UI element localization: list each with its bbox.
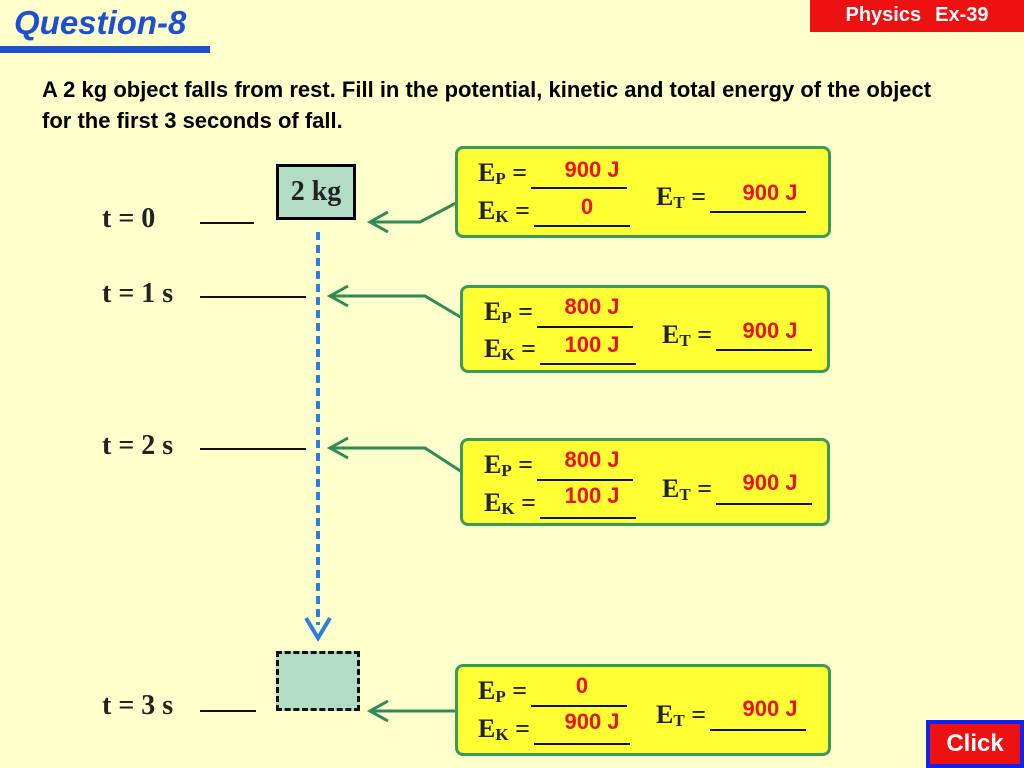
click-button[interactable]: Click — [926, 720, 1024, 768]
energy-box-t0 — [455, 146, 831, 238]
mass-box-final-position — [276, 651, 360, 711]
ep-value-t1: 800 J — [564, 294, 620, 319]
connector-arrowhead-t2 — [326, 436, 349, 460]
ek-eq-t1: EK = — [484, 334, 636, 365]
ep-value-t0: 900 J — [564, 157, 620, 182]
et-value-t1: 900 J — [742, 318, 798, 343]
time-label-t3: t = 3 s — [102, 690, 174, 721]
connector-arrow-t0 — [372, 200, 459, 224]
slide-badge: Physics Ex-39 — [810, 0, 1024, 32]
energy-box-t2 — [460, 438, 830, 526]
connector-arrowhead-t0 — [366, 210, 389, 234]
badge-code: Ex-39 — [935, 4, 989, 26]
title-underline — [0, 46, 210, 53]
et-value-t2: 900 J — [742, 470, 798, 495]
ek-value-t2: 100 J — [564, 483, 620, 508]
ek-eq-t2: EK = — [484, 488, 636, 519]
ek-value-t3: 900 J — [564, 709, 620, 734]
ek-eq-t3: EK = — [478, 714, 630, 745]
time-label-t0: t = 0 — [102, 203, 156, 234]
ek-value-t0: 0 — [580, 194, 594, 219]
et-eq-t3: ET = — [656, 700, 807, 731]
time-line-t2 — [200, 448, 306, 450]
badge-subject: Physics — [845, 4, 922, 26]
question-text: A 2 kg object falls from rest. Fill in t… — [42, 77, 932, 133]
page-title: Question-8 — [14, 4, 187, 41]
et-eq-t1: ET = — [662, 320, 813, 351]
ep-value-t3: 0 — [575, 673, 589, 698]
ep-eq-t1: EP = — [484, 297, 634, 328]
time-label-t1: t = 1 s — [102, 278, 174, 309]
time-line-t0 — [200, 222, 254, 224]
et-eq-t0: ET = — [656, 182, 807, 213]
time-line-t3 — [200, 710, 256, 712]
ep-eq-t2: EP = — [484, 450, 634, 481]
energy-box-t3 — [455, 664, 831, 756]
ep-eq-t0: EP = — [478, 158, 628, 189]
connector-arrow-t2 — [332, 446, 463, 474]
et-value-t0: 900 J — [742, 180, 798, 205]
et-eq-t2: ET = — [662, 474, 813, 505]
connector-arrowhead-t1 — [326, 284, 349, 308]
et-value-t3: 900 J — [742, 696, 798, 721]
time-line-t1 — [200, 296, 306, 298]
mass-box: 2 kg — [276, 164, 356, 220]
ek-eq-t0: EK = — [478, 196, 630, 227]
ep-eq-t3: EP = — [478, 676, 628, 707]
connector-arrowhead-t3 — [366, 699, 389, 723]
click-button-label: Click — [930, 724, 1020, 764]
ek-value-t1: 100 J — [564, 332, 620, 357]
connector-arrow-t1 — [332, 294, 463, 320]
energy-box-t1 — [460, 285, 830, 373]
time-label-t2: t = 2 s — [102, 430, 174, 461]
ep-value-t2: 800 J — [564, 447, 620, 472]
fall-path-arrowhead — [304, 616, 332, 642]
